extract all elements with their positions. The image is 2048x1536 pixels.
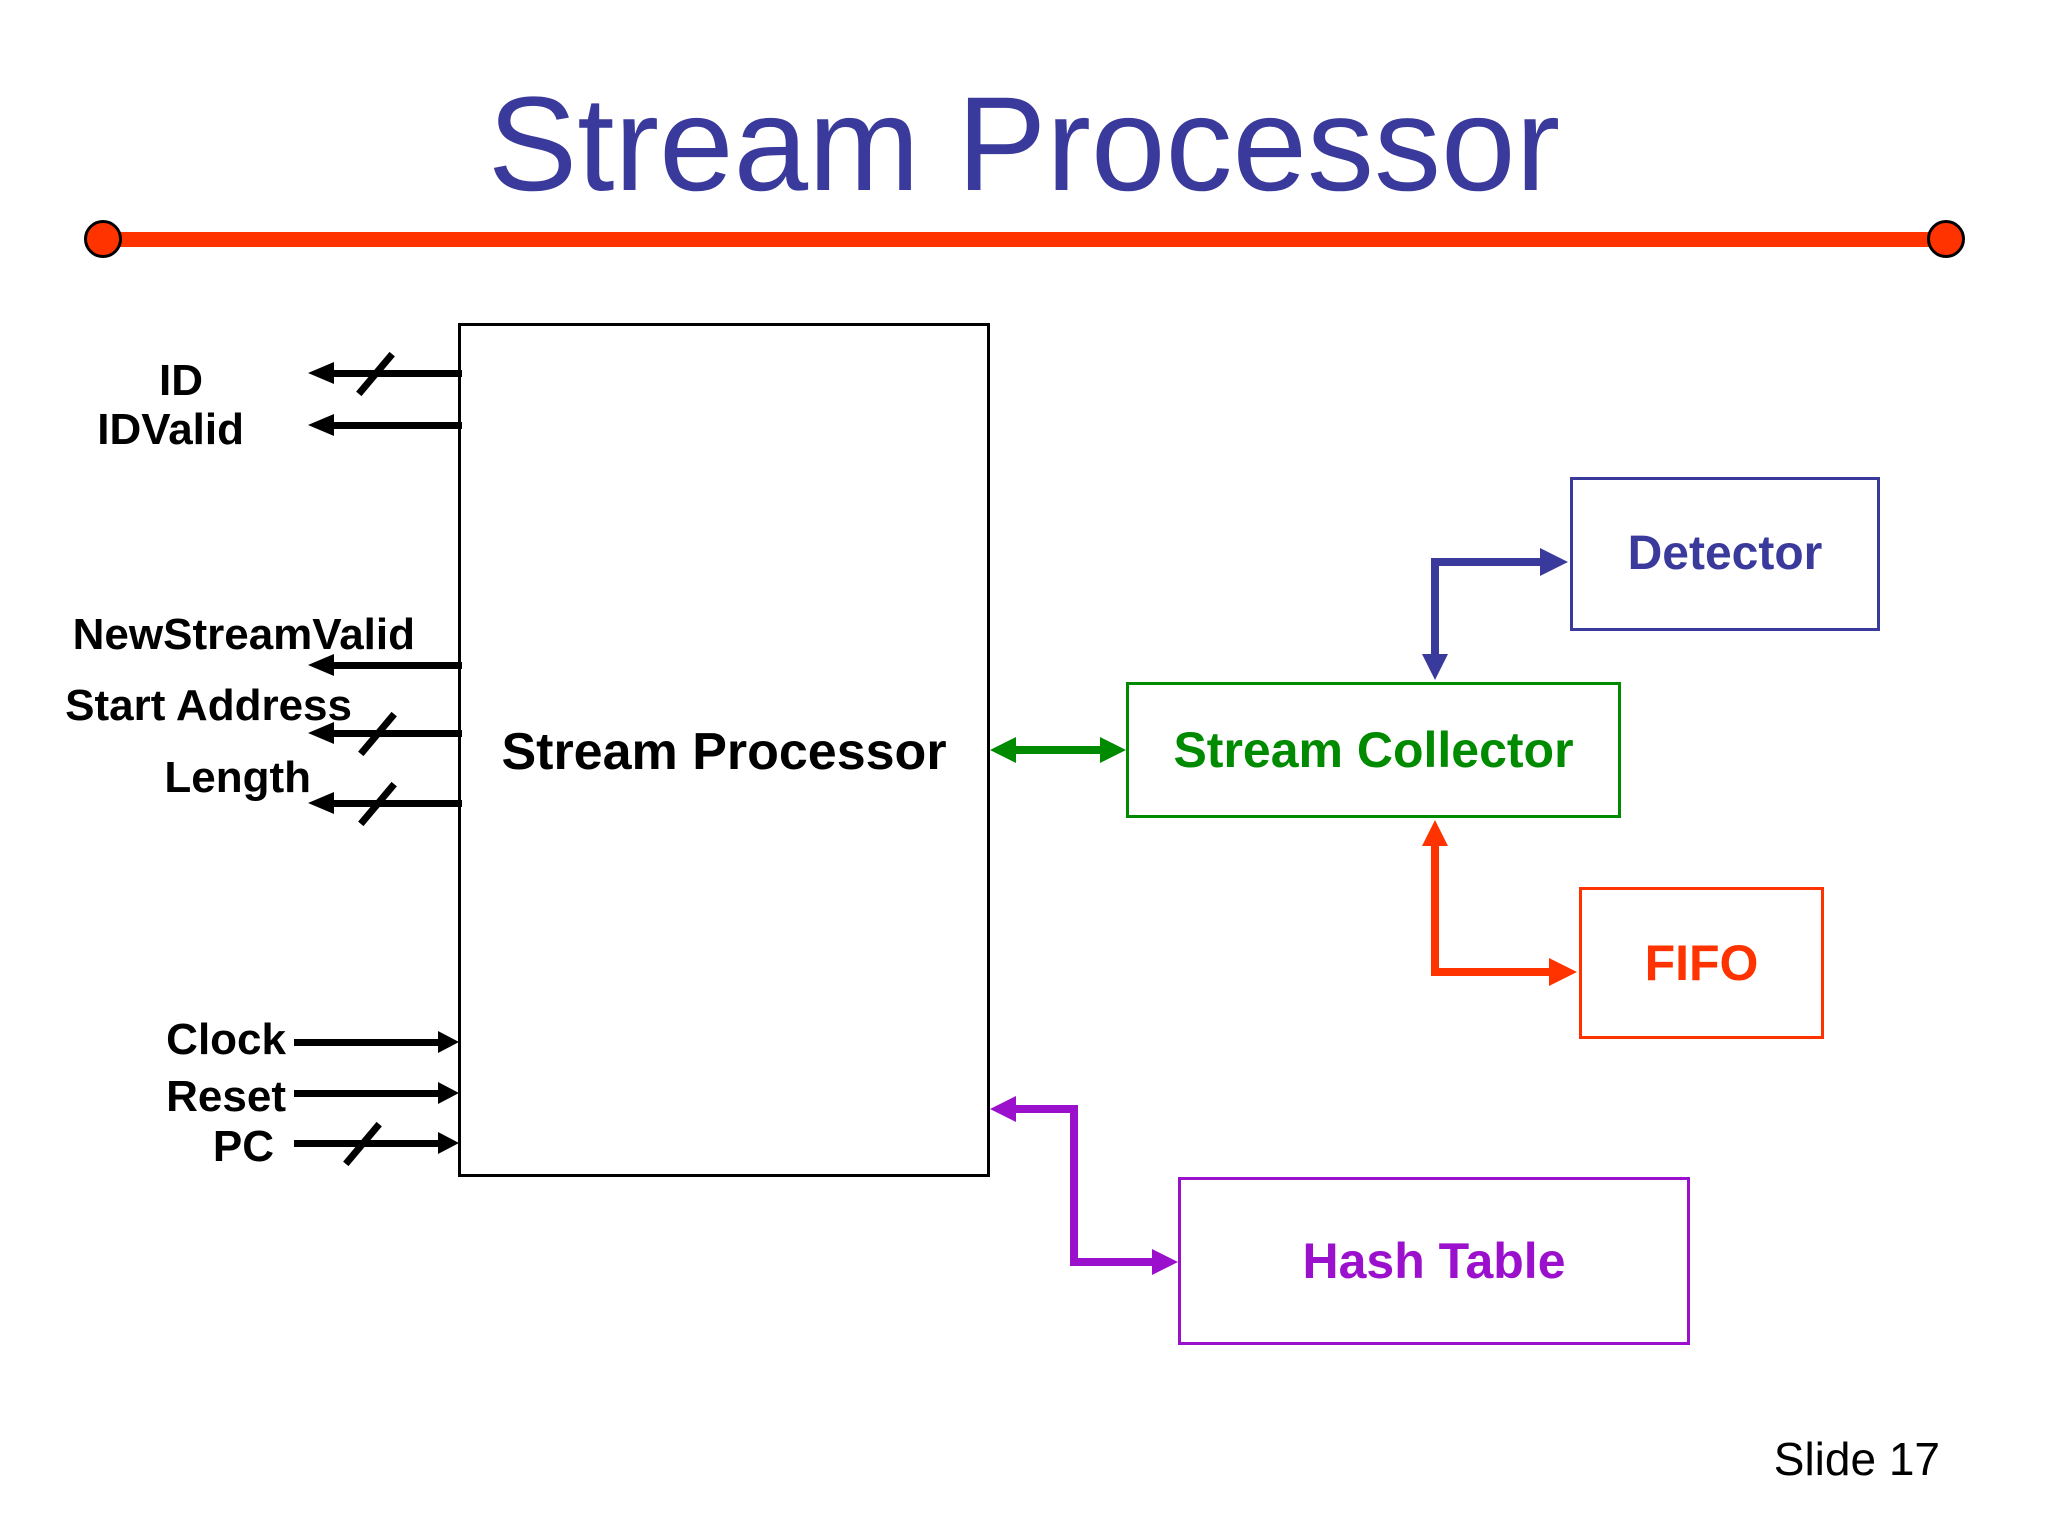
fifo-box: FIFO (1579, 887, 1824, 1039)
slide-number: Slide 17 (1773, 1433, 1940, 1485)
blue-connector-vline (1431, 558, 1439, 658)
blue-connector-hline (1431, 558, 1540, 566)
fifo-label: FIFO (1644, 935, 1759, 991)
red-connector-hline (1431, 968, 1549, 976)
title-rule (103, 232, 1946, 247)
length-arrow-line (332, 800, 462, 807)
signal-label-newstreamvalid: NewStreamValid (72, 610, 415, 659)
purple-connector-hline-bottom (1070, 1258, 1152, 1266)
reset-arrow-line (294, 1090, 440, 1097)
signal-label-length: Length (164, 753, 311, 802)
start-address-arrow-line (332, 730, 462, 737)
green-connector-right-head-icon (1100, 737, 1126, 763)
stream-collector-box: Stream Collector (1126, 682, 1621, 818)
stream-collector-label: Stream Collector (1173, 722, 1574, 778)
id-arrow-line (332, 370, 462, 377)
signal-label-pc: PC (212, 1122, 274, 1171)
detector-label: Detector (1627, 527, 1823, 580)
stream-processor-box (458, 323, 990, 1177)
idvalid-arrow-line (332, 422, 462, 429)
purple-connector-left-head-icon (990, 1096, 1016, 1122)
newstreamvalid-arrow-head-icon (308, 654, 334, 676)
red-connector-up-head-icon (1422, 820, 1448, 846)
reset-arrow-head-icon (438, 1082, 459, 1104)
slide-title: Stream Processor (487, 70, 1561, 219)
purple-connector-right-head-icon (1152, 1249, 1178, 1275)
purple-connector-vline (1070, 1105, 1078, 1266)
rule-left-dot (84, 220, 122, 258)
signal-label-idvalid: IDValid (97, 405, 244, 454)
red-connector-vline (1431, 846, 1439, 976)
start-address-arrow-head-icon (308, 722, 334, 744)
clock-arrow-head-icon (438, 1031, 459, 1053)
hash-table-box: Hash Table (1178, 1177, 1690, 1345)
idvalid-arrow-head-icon (308, 414, 334, 436)
red-connector-right-head-icon (1549, 958, 1577, 986)
signal-label-reset: Reset (166, 1072, 286, 1121)
green-connector-left-head-icon (990, 737, 1016, 763)
green-connector-line (1014, 746, 1104, 754)
clock-arrow-line (294, 1039, 440, 1046)
id-arrow-head-icon (308, 362, 334, 384)
detector-box: Detector (1570, 477, 1880, 631)
hash-table-label: Hash Table (1302, 1233, 1566, 1289)
purple-connector-hline-top (1014, 1105, 1076, 1113)
length-arrow-head-icon (308, 792, 334, 814)
blue-connector-down-head-icon (1422, 654, 1448, 680)
newstreamvalid-arrow-line (332, 662, 462, 669)
signal-label-clock: Clock (166, 1015, 286, 1064)
rule-right-dot (1927, 220, 1965, 258)
stream-processor-box-label: Stream Processor (501, 723, 947, 781)
signal-label-start-address: Start Address (65, 681, 352, 730)
blue-connector-right-head-icon (1540, 548, 1568, 576)
pc-arrow-head-icon (438, 1132, 459, 1154)
signal-label-id: ID (159, 356, 203, 405)
